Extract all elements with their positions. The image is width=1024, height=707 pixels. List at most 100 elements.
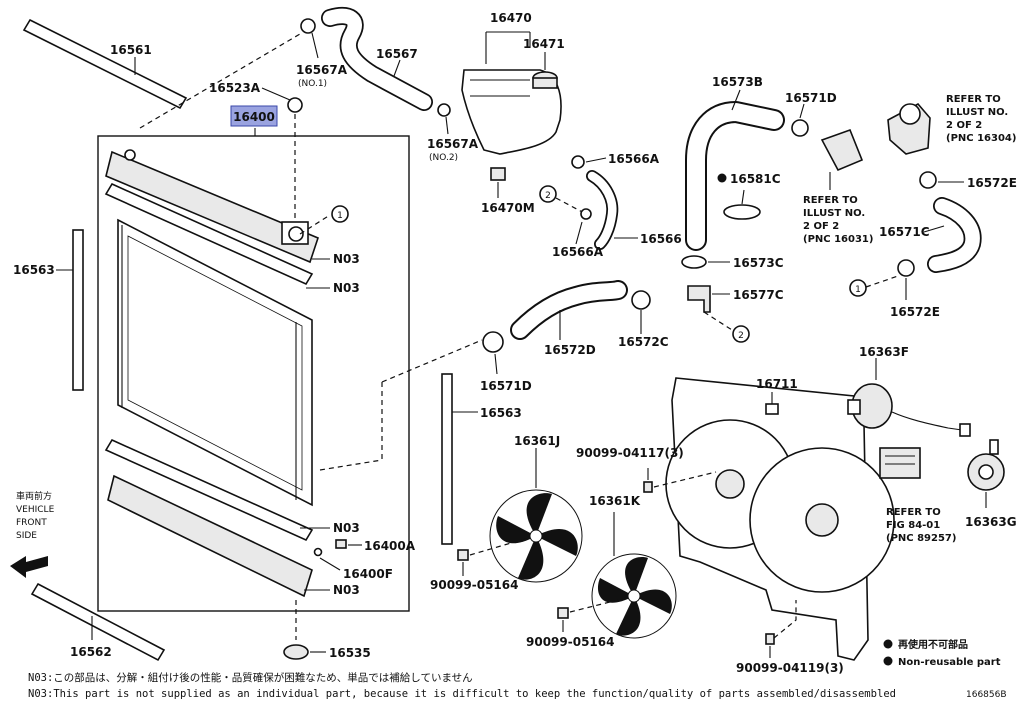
callout-2-bottom: [732, 325, 750, 343]
plug-16523A: [287, 97, 303, 113]
vehicle-front-line2: VEHICLE: [16, 505, 55, 515]
fan-motor-16363F: [847, 383, 971, 437]
label-16400[interactable]: 16400: [233, 110, 275, 124]
seal-16561: [22, 18, 188, 110]
fan-16361K: [591, 553, 677, 639]
label-16561[interactable]: 16561: [110, 43, 152, 57]
callout-2-top-text: 2: [545, 191, 551, 201]
fan-16361J: [489, 489, 583, 583]
label-16572E-top[interactable]: 16572E: [967, 176, 1017, 190]
ref-89257-line2: FIG 84-01: [886, 520, 940, 531]
label-16563-right[interactable]: 16563: [480, 406, 522, 420]
footnote-jp: N03:この部品は、分解・組付け後の性能・品質確保が困難なため、単品では補給して…: [28, 671, 473, 684]
label-16566A-top[interactable]: 16566A: [608, 152, 660, 166]
label-16562[interactable]: 16562: [70, 645, 112, 659]
bolt-90099-04119: [765, 633, 775, 645]
diagram-id: 166856B: [966, 690, 1007, 700]
label-16535[interactable]: 16535: [329, 646, 371, 660]
label-16361K[interactable]: 16361K: [589, 494, 641, 508]
label-16471[interactable]: 16471: [523, 37, 565, 51]
fitting-16577C: [687, 285, 711, 313]
label-16572D[interactable]: 16572D: [544, 343, 596, 357]
fan-motor-16363G: [967, 439, 1005, 491]
label-16400F[interactable]: 16400F: [343, 567, 393, 581]
label-16572C[interactable]: 16572C: [618, 335, 669, 349]
radiator-filler-neck: [124, 149, 136, 161]
label-16571D-bot[interactable]: 16571D: [480, 379, 532, 393]
label-n03-b[interactable]: N03: [333, 281, 360, 295]
non-reusable-dot-16581C: [717, 173, 727, 183]
legend-dot-1: [883, 639, 893, 649]
ref-16304-line4: (PNC 16304): [946, 133, 1016, 144]
legend-dot-2: [883, 656, 893, 666]
ref-89257-line3: (PNC 89257): [886, 533, 956, 544]
seal-16562: [30, 582, 166, 662]
gasket-16581C: [723, 204, 761, 220]
label-16400A[interactable]: 16400A: [364, 539, 416, 553]
callout-1-right: [849, 279, 867, 297]
ref-16304-line1: REFER TO: [946, 94, 1001, 105]
label-n03-a[interactable]: N03: [333, 252, 360, 266]
seal-16563-left: [72, 229, 84, 391]
part-16400-highlight[interactable]: [230, 105, 278, 127]
label-16577C[interactable]: 16577C: [733, 288, 784, 302]
clamp-16572E-top: [919, 171, 937, 189]
vehicle-front-line4: SIDE: [16, 531, 37, 541]
thermostat-housing-ref: [887, 102, 931, 155]
label-nut-mid[interactable]: 90099-05164: [526, 635, 614, 649]
clamp-16572E-bottom: [897, 259, 915, 277]
clamp-16566A-bottom: [580, 208, 592, 220]
nut-90099-05164-mid: [557, 607, 569, 619]
callout-1-left-text: 1: [337, 211, 343, 221]
label-16363G[interactable]: 16363G: [965, 515, 1017, 529]
cushion-16535: [283, 644, 309, 660]
seal-16563-right: [441, 373, 453, 545]
label-16571C[interactable]: 16571C: [879, 225, 930, 239]
ref-16031-line1: REFER TO: [803, 195, 858, 206]
radiator-assembly-frame: [97, 135, 410, 612]
label-16567[interactable]: 16567: [376, 47, 418, 61]
label-bolt-top[interactable]: 90099-04117(3): [576, 446, 684, 460]
label-16566[interactable]: 16566: [640, 232, 682, 246]
vehicle-front-jp: 車両前方: [16, 490, 52, 502]
drain-cock-16400A: [335, 539, 347, 549]
label-16567A-2[interactable]: 16567A: [427, 137, 479, 151]
label-nut-left[interactable]: 90099-05164: [430, 578, 518, 592]
clamp-16567A-no1: [300, 18, 316, 34]
clamp-16571D-top: [791, 119, 809, 137]
label-16572E-bot[interactable]: 16572E: [890, 305, 940, 319]
label-16573B[interactable]: 16573B: [712, 75, 763, 89]
nut-90099-05164-left: [457, 549, 469, 561]
label-16567A-1-note: (NO.1): [298, 79, 327, 89]
label-16567A-1[interactable]: 16567A: [296, 63, 348, 77]
label-n03-c[interactable]: N03: [333, 521, 360, 535]
label-16563-left[interactable]: 16563: [13, 263, 55, 277]
o-ring-16400F: [313, 547, 323, 557]
label-n03-d[interactable]: N03: [333, 583, 360, 597]
label-16523A[interactable]: 16523A: [209, 81, 261, 95]
label-16363F[interactable]: 16363F: [859, 345, 909, 359]
label-16361J[interactable]: 16361J: [514, 434, 560, 448]
label-16711[interactable]: 16711: [756, 377, 798, 391]
front-arrow-icon: [10, 556, 48, 578]
label-16581C[interactable]: 16581C: [730, 172, 781, 186]
radiator-upper-tank: [105, 150, 319, 264]
label-16567A-2-note: (NO.2): [429, 153, 458, 163]
label-16571D-top[interactable]: 16571D: [785, 91, 837, 105]
callout-1-left: [331, 205, 349, 223]
label-16573C[interactable]: 16573C: [733, 256, 784, 270]
callout-1-right-text: 1: [855, 285, 861, 295]
clamp-16571D-bottom: [482, 331, 504, 353]
ref-16031-line3: 2 OF 2: [803, 221, 839, 232]
label-16470[interactable]: 16470: [490, 11, 532, 25]
fan-resistor-ref: [879, 447, 921, 479]
label-16470M[interactable]: 16470M: [481, 201, 535, 215]
callout-2-bottom-text: 2: [738, 331, 744, 341]
footnote-en: N03:This part is not supplied as an indi…: [28, 688, 896, 700]
label-16566A-bot[interactable]: 16566A: [552, 245, 604, 259]
clamp-16566A-top: [571, 155, 585, 169]
legend-en: Non-reusable part: [898, 657, 1001, 668]
callout-2-top: [539, 185, 557, 203]
label-bolt-bottom[interactable]: 90099-04119(3): [736, 661, 844, 675]
clamp-16567A-no2: [437, 103, 451, 117]
